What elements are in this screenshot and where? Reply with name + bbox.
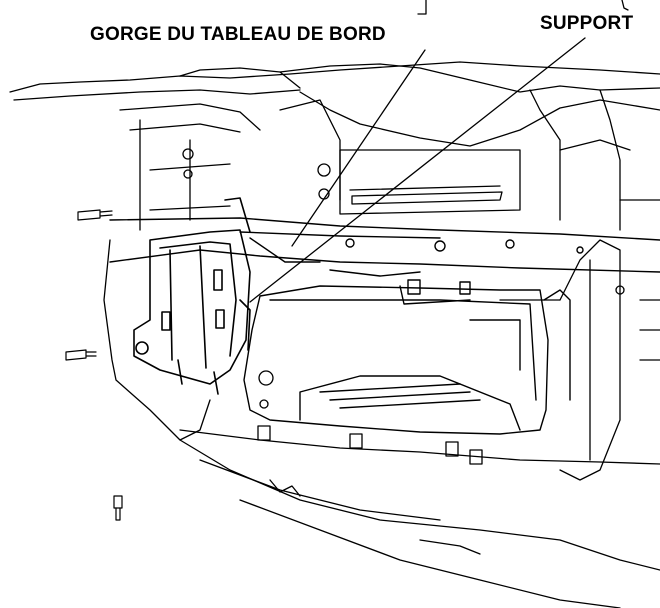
- bracket-label: SUPPORT: [540, 13, 634, 34]
- leader-dash-channel: [291, 49, 426, 247]
- leader-top-fragment: [417, 0, 427, 15]
- dashboard-frame: [9, 61, 660, 231]
- side-bracket: [133, 197, 251, 395]
- leader-bracket: [249, 37, 586, 303]
- dash-channel-label: GORGE DU TABLEAU DE BORD: [90, 24, 386, 45]
- leader-support-fragment: [621, 0, 629, 11]
- mounting-bolts: [65, 209, 123, 521]
- callout-leaders: [249, 0, 629, 303]
- dashboard-channel-beam: [109, 217, 660, 277]
- lower-dash-panel: [103, 239, 660, 608]
- glovebox-opening: [243, 279, 571, 435]
